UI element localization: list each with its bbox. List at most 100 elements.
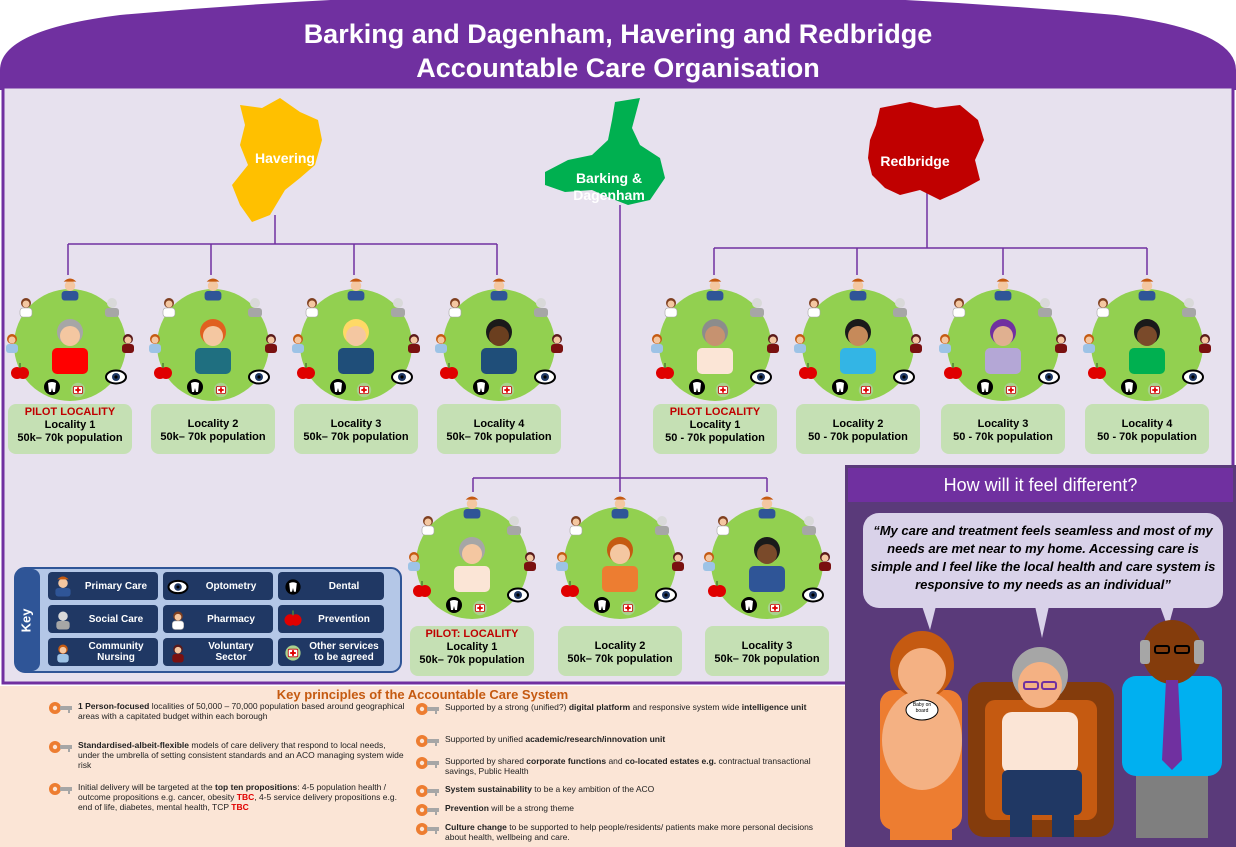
locality-population: 50k– 70k population — [419, 654, 525, 666]
locality-population: 50 - 70k population — [665, 432, 765, 444]
principle-item: Culture change to be supported to help p… — [445, 822, 835, 842]
feel-title: How will it feel different? — [943, 475, 1138, 495]
principle-text: : 4-5 population health / outcome propos… — [78, 782, 387, 802]
principle-item: System sustainability to be a key ambiti… — [445, 784, 835, 794]
key-item-1: Primary Care — [48, 572, 158, 600]
quote-bubble — [863, 513, 1223, 608]
locality-redbridge-4 — [1083, 278, 1211, 454]
principle-item: Supported by shared corporate functions … — [445, 756, 835, 776]
locality-population: 50k– 70k population — [714, 653, 820, 665]
locality-label-box — [1085, 404, 1209, 454]
locality-population: 50k– 70k population — [17, 432, 123, 444]
page-title-line2: Accountable Care Organisation — [416, 53, 820, 83]
key-side-bar — [16, 569, 40, 671]
locality-population: 50k– 70k population — [303, 431, 409, 443]
tooth-icon — [285, 579, 301, 595]
locality-barking-3 — [703, 496, 831, 676]
principle-text: and — [606, 756, 625, 766]
key-label: Key — [18, 608, 34, 633]
locality-label-box — [410, 626, 534, 676]
principle-text: Supported by unified — [445, 734, 526, 744]
locality-label-box — [151, 404, 275, 454]
redbridge-map-shape — [868, 102, 984, 200]
principle-item: Supported by a strong (unified?) digital… — [445, 702, 835, 712]
principle-text: Supported by a strong (unified?) — [445, 702, 569, 712]
locality-name: Locality 2 — [187, 418, 239, 430]
key-bullet-icon — [416, 823, 439, 835]
principle-text: TBC — [231, 802, 249, 812]
locality-name: Locality 1 — [689, 419, 741, 431]
key-item-8: Voluntary Sector — [163, 638, 273, 666]
principle-text: Initial delivery will be targeted at the — [78, 782, 216, 792]
locality-redbridge-3 — [939, 278, 1067, 454]
baby-on-board-badge: Baby on board — [912, 702, 932, 714]
locality-population: 50 - 70k population — [1097, 431, 1197, 443]
key-bullet-icon — [416, 757, 439, 769]
principle-text: Culture change — [445, 822, 507, 832]
locality-name: Locality 2 — [832, 418, 884, 430]
pilot-label: PILOT LOCALITY — [24, 406, 116, 418]
locality-barking-2 — [556, 496, 684, 676]
locality-name: Locality 3 — [741, 640, 793, 652]
locality-label-box — [705, 626, 829, 676]
principle-text: top ten propositions — [215, 782, 298, 792]
principle-text: System sustainability — [445, 784, 532, 794]
principle-text: contractual transactional savings, Publi… — [445, 756, 811, 776]
pilot-label: PILOT LOCALITY — [669, 406, 761, 418]
key-item-label: Voluntary Sector — [208, 641, 254, 663]
quote-tail-1 — [922, 606, 936, 630]
quote-tail-3 — [1160, 606, 1174, 628]
principle-text: co-located estates e.g. — [625, 756, 717, 766]
locality-population: 50k– 70k population — [160, 431, 266, 443]
principle-text: and responsive system wide — [630, 702, 742, 712]
key-item-label: Social Care — [88, 613, 144, 625]
locality-label-box — [294, 404, 418, 454]
barking-dagenham-map-shape — [545, 98, 665, 205]
key-bullet-icon — [49, 783, 72, 795]
principle-text: to be a key ambition of the ACO — [531, 784, 655, 794]
locality-label-box — [653, 404, 777, 454]
principle-text: Standardised-albeit-flexible — [78, 740, 189, 750]
key-item-label: Prevention — [318, 613, 370, 625]
principle-text: to be supported to help people/residents… — [445, 822, 814, 842]
eye-icon — [167, 579, 189, 595]
locality-havering-2 — [149, 278, 277, 454]
locality-name: Locality 3 — [330, 418, 382, 430]
principle-text: will be a strong theme — [488, 803, 574, 813]
locality-barking-1 — [408, 496, 536, 676]
locality-name: Locality 1 — [44, 419, 96, 431]
header-banner — [0, 0, 1236, 90]
pharmacist-icon — [172, 611, 184, 630]
key-item-6: Prevention — [278, 605, 384, 633]
key-item-label: Dental — [328, 580, 360, 592]
quote-tail-2 — [1035, 606, 1049, 638]
quote-text: “My care and treatment feels seamless an… — [870, 523, 1216, 592]
principle-text: localities of 50,000 – 70,000 population… — [78, 701, 405, 721]
principle-text: digital platform — [568, 702, 631, 712]
key-item-label: Other services to be agreed — [309, 641, 379, 663]
key-item-2: Optometry — [163, 572, 273, 600]
pilot-label: PILOT: LOCALITY — [425, 628, 519, 640]
locality-label-box — [8, 404, 132, 454]
locality-havering-3 — [292, 278, 420, 454]
pregnant-woman-figure — [880, 631, 962, 840]
volunteer-icon — [172, 644, 184, 663]
principle-text: 1 Person-focused — [78, 701, 150, 711]
locality-population: 50 - 70k population — [808, 431, 908, 443]
key-bullet-icon — [416, 785, 439, 797]
principle-text: models of care delivery that respond to … — [78, 740, 404, 770]
principle-item: 1 Person-focused localities of 50,000 – … — [78, 701, 408, 721]
principle-item: Standardised-albeit-flexible models of c… — [78, 740, 408, 770]
locality-name: Locality 1 — [446, 641, 498, 653]
locality-havering-1 — [6, 278, 134, 454]
locality-name: Locality 2 — [594, 640, 646, 652]
nurse-icon — [57, 644, 69, 663]
principles-title: Key principles of the Accountable Care S… — [276, 687, 569, 702]
key-bullet-icon — [416, 804, 439, 816]
key-item-5: Pharmacy — [163, 605, 273, 633]
